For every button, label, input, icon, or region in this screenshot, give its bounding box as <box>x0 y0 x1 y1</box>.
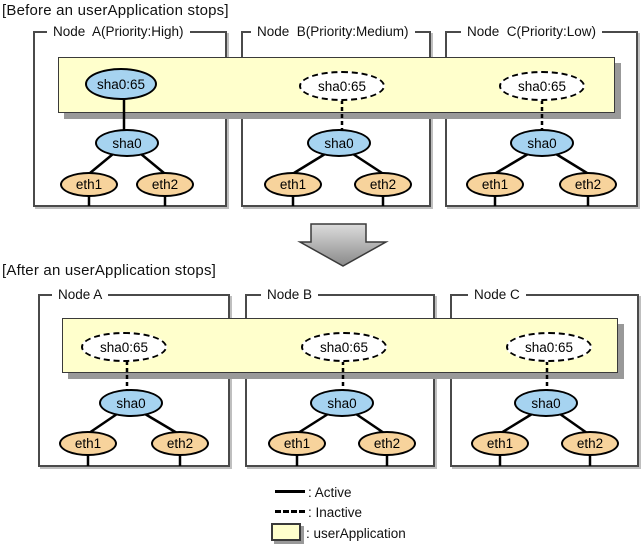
before-node-b-box: Node B(Priority:Medium) <box>241 24 431 207</box>
after-node-c-eth1: eth1 <box>471 431 529 456</box>
down-arrow-icon <box>297 223 389 267</box>
after-node-a-label: Node A <box>52 287 109 303</box>
after-node-a-eth2-link <box>144 412 178 435</box>
after-node-c-virtual-if: sha0:65 <box>506 332 592 362</box>
before-node-b-eth2: eth2 <box>354 172 412 197</box>
after-node-b-box: Node B <box>245 287 435 467</box>
legend-active-label: : Active <box>308 485 352 500</box>
after-node-b-eth2: eth2 <box>358 431 416 456</box>
before-node-c-virtual-if: sha0:65 <box>499 71 585 101</box>
before-node-c-eth1-link <box>495 152 529 175</box>
before-node-c-eth2: eth2 <box>559 172 617 197</box>
before-node-b-eth1-link <box>293 152 326 175</box>
after-node-a-eth1-link <box>88 412 118 435</box>
after-node-a-eth1: eth1 <box>59 431 117 456</box>
after-node-c-eth2: eth2 <box>561 431 619 456</box>
after-node-b-bundle-if: sha0 <box>310 389 374 417</box>
after-node-b-eth1: eth1 <box>268 431 326 456</box>
before-node-b-label: Node B(Priority:Medium) <box>251 24 415 40</box>
before-node-a-eth2: eth2 <box>136 172 194 197</box>
before-node-a-eth1-link <box>89 153 114 174</box>
before-node-c-bundle-if: sha0 <box>510 129 574 157</box>
before-node-b-eth1: eth1 <box>264 172 322 197</box>
legend-active-line-icon <box>275 490 305 493</box>
before-node-b-virtual-if: sha0:65 <box>299 71 385 101</box>
after-node-a-eth2: eth2 <box>151 431 209 456</box>
before-node-a-bundle-if: sha0 <box>95 129 159 157</box>
legend-inactive-label: : Inactive <box>308 505 363 520</box>
before-node-a-eth2-link <box>140 153 165 174</box>
before-node-c-label: Node C(Priority:Low) <box>461 24 603 40</box>
after-node-a-box: Node A <box>38 287 230 467</box>
after-node-a-bundle-if: sha0 <box>99 389 163 417</box>
after-node-a-virtual-if: sha0:65 <box>81 332 167 362</box>
after-section-title: [After an userApplication stops] <box>2 262 217 279</box>
after-node-c-eth2-link <box>559 412 588 435</box>
before-node-c-eth1: eth1 <box>466 172 524 197</box>
legend-userapplication-swatch-icon <box>271 523 301 541</box>
before-node-c-eth2-link <box>555 152 588 175</box>
before-node-a-label: Node A(Priority:High) <box>47 24 190 40</box>
before-node-a-eth1: eth1 <box>60 172 118 197</box>
before-node-a-virtual-if: sha0:65 <box>85 68 157 100</box>
after-node-b-eth1-link <box>297 412 329 435</box>
after-node-c-box: Node C <box>450 287 639 467</box>
legend-userapplication-label: : userApplication <box>306 526 406 541</box>
after-node-b-virtual-if: sha0:65 <box>301 332 387 362</box>
before-node-a-box: Node A(Priority:High) <box>33 24 227 207</box>
before-node-b-bundle-if: sha0 <box>307 129 371 157</box>
after-node-c-label: Node C <box>468 287 526 303</box>
after-node-c-bundle-if: sha0 <box>514 389 578 417</box>
after-node-b-eth2-link <box>355 412 385 435</box>
before-node-b-eth2-link <box>352 152 383 175</box>
after-node-c-eth1-link <box>500 412 533 435</box>
before-section-title: [Before an userApplication stops] <box>2 2 229 19</box>
legend-inactive-line-icon <box>275 510 305 513</box>
before-node-c-box: Node C(Priority:Low) <box>445 24 638 207</box>
after-node-b-label: Node B <box>261 287 319 303</box>
